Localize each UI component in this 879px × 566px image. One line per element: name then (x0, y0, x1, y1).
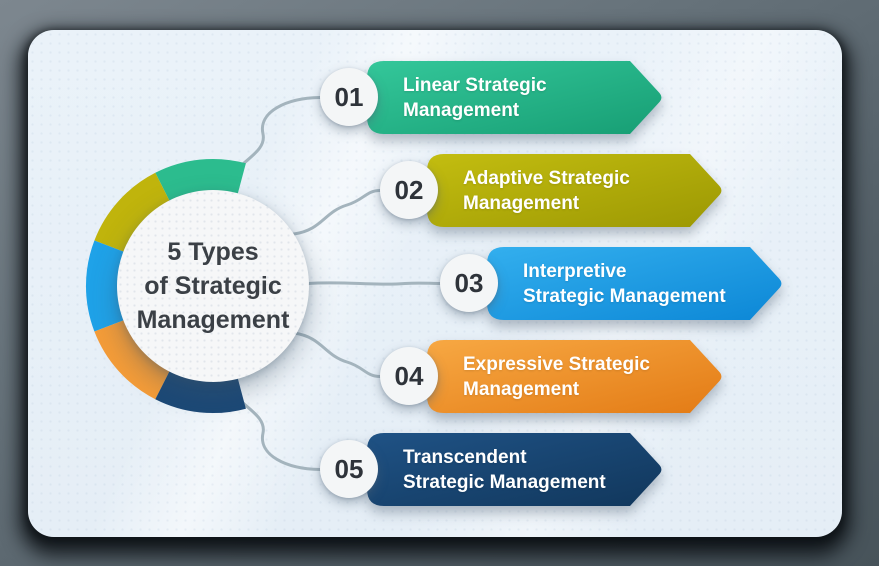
number-badge-3: 03 (440, 254, 498, 312)
banner-label-4: Expressive Strategic Management (463, 351, 703, 403)
number-badge-4: 04 (380, 347, 438, 405)
banner-shape-5 (367, 433, 662, 506)
center-title-line-3: Management (136, 306, 290, 334)
connector-line-4 (292, 331, 382, 378)
connector-line-3 (306, 281, 442, 286)
number-badge-1: 01 (320, 68, 378, 126)
banner-label-5-line-2: Strategic Management (403, 472, 606, 493)
banner-shape-4 (427, 340, 722, 413)
banner-label-3-line-1: Interpretive (523, 261, 627, 282)
center-title-line-2: of Strategic (144, 272, 282, 300)
connector-line-5 (231, 373, 322, 471)
number-badge-2: 02 (380, 161, 438, 219)
number-badge-5: 05 (320, 440, 378, 498)
banner-label-2-line-2: Management (463, 193, 580, 214)
banner-shape-2 (427, 154, 722, 227)
banner-label-4-line-2: Management (463, 379, 580, 400)
center-title-line-1: 5 Types (167, 238, 259, 266)
banner-label-3-line-2: Strategic Management (523, 286, 726, 307)
banner-shape-1 (367, 61, 662, 134)
banner-label-1-line-2: Management (403, 100, 520, 121)
segmented-arc (85, 158, 246, 414)
banner-label-2-line-1: Adaptive Strategic (463, 168, 630, 189)
connector-line-1 (231, 96, 322, 194)
banner-label-1-line-1: Linear Strategic (403, 75, 547, 96)
banner-label-4-line-1: Expressive Strategic (463, 354, 650, 375)
banner-label-3: Interpretive Strategic Management (523, 258, 763, 310)
center-circle: 5 Types of Strategic Management (117, 190, 309, 382)
banner-label-1: Linear Strategic Management (403, 72, 643, 124)
center-title: 5 Types of Strategic Management (137, 235, 290, 337)
connector-line-2 (292, 189, 382, 236)
arc-segment-2 (94, 172, 173, 255)
arc-segment-4 (94, 317, 173, 400)
banner-label-2: Adaptive Strategic Management (463, 165, 703, 217)
banner-shape-3 (487, 247, 782, 320)
banner-label-5-line-1: Transcendent (403, 447, 527, 468)
banner-label-5: Transcendent Strategic Management (403, 444, 643, 496)
